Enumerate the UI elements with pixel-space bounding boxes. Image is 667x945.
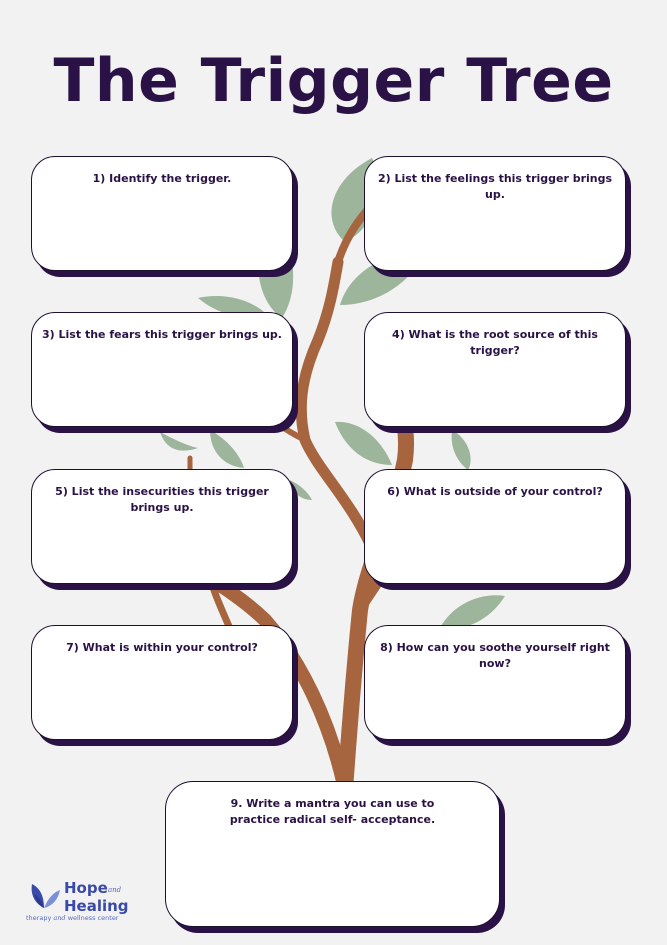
- logo-tagline-2: wellness center: [67, 914, 119, 922]
- logo-tagline-1: therapy: [26, 914, 52, 922]
- prompt-box-mantra[interactable]: 9. Write a mantra you can use to practic…: [165, 781, 500, 927]
- logo-line-1: Hope: [64, 879, 108, 897]
- logo-tagline-and: and: [53, 914, 66, 922]
- logo: Hope and Healing therapy and wellness ce…: [26, 876, 136, 926]
- prompt-box-identify-trigger[interactable]: 1) Identify the trigger.: [31, 156, 293, 271]
- prompt-label: 9. Write a mantra you can use to practic…: [229, 797, 436, 826]
- prompt-label: 2) List the feelings this trigger brings…: [377, 172, 613, 201]
- butterfly-icon: [31, 884, 60, 908]
- prompt-box-insecurities[interactable]: 5) List the insecurities this trigger br…: [31, 469, 293, 584]
- logo-tagline: therapy and wellness center: [26, 914, 156, 922]
- prompt-box-outside-control[interactable]: 6) What is outside of your control?: [364, 469, 626, 584]
- page-title: The Trigger Tree: [53, 46, 614, 116]
- logo-line-2: Healing: [64, 897, 129, 915]
- prompt-label: 5) List the insecurities this trigger br…: [55, 485, 269, 514]
- prompt-label: 4) What is the root source of this trigg…: [392, 328, 598, 357]
- prompt-label: 8) How can you soothe yourself right now…: [380, 641, 610, 670]
- prompt-label: 1) Identify the trigger.: [92, 172, 232, 185]
- prompt-box-soothe[interactable]: 8) How can you soothe yourself right now…: [364, 625, 626, 740]
- prompt-box-root-source[interactable]: 4) What is the root source of this trigg…: [364, 312, 626, 427]
- prompt-box-within-control[interactable]: 7) What is within your control?: [31, 625, 293, 740]
- prompt-label: 7) What is within your control?: [66, 641, 258, 654]
- prompt-box-feelings[interactable]: 2) List the feelings this trigger brings…: [364, 156, 626, 271]
- prompt-box-fears[interactable]: 3) List the fears this trigger brings up…: [31, 312, 293, 427]
- logo-and: and: [108, 886, 122, 894]
- prompt-label: 3) List the fears this trigger brings up…: [42, 328, 282, 341]
- prompt-label: 6) What is outside of your control?: [387, 485, 603, 498]
